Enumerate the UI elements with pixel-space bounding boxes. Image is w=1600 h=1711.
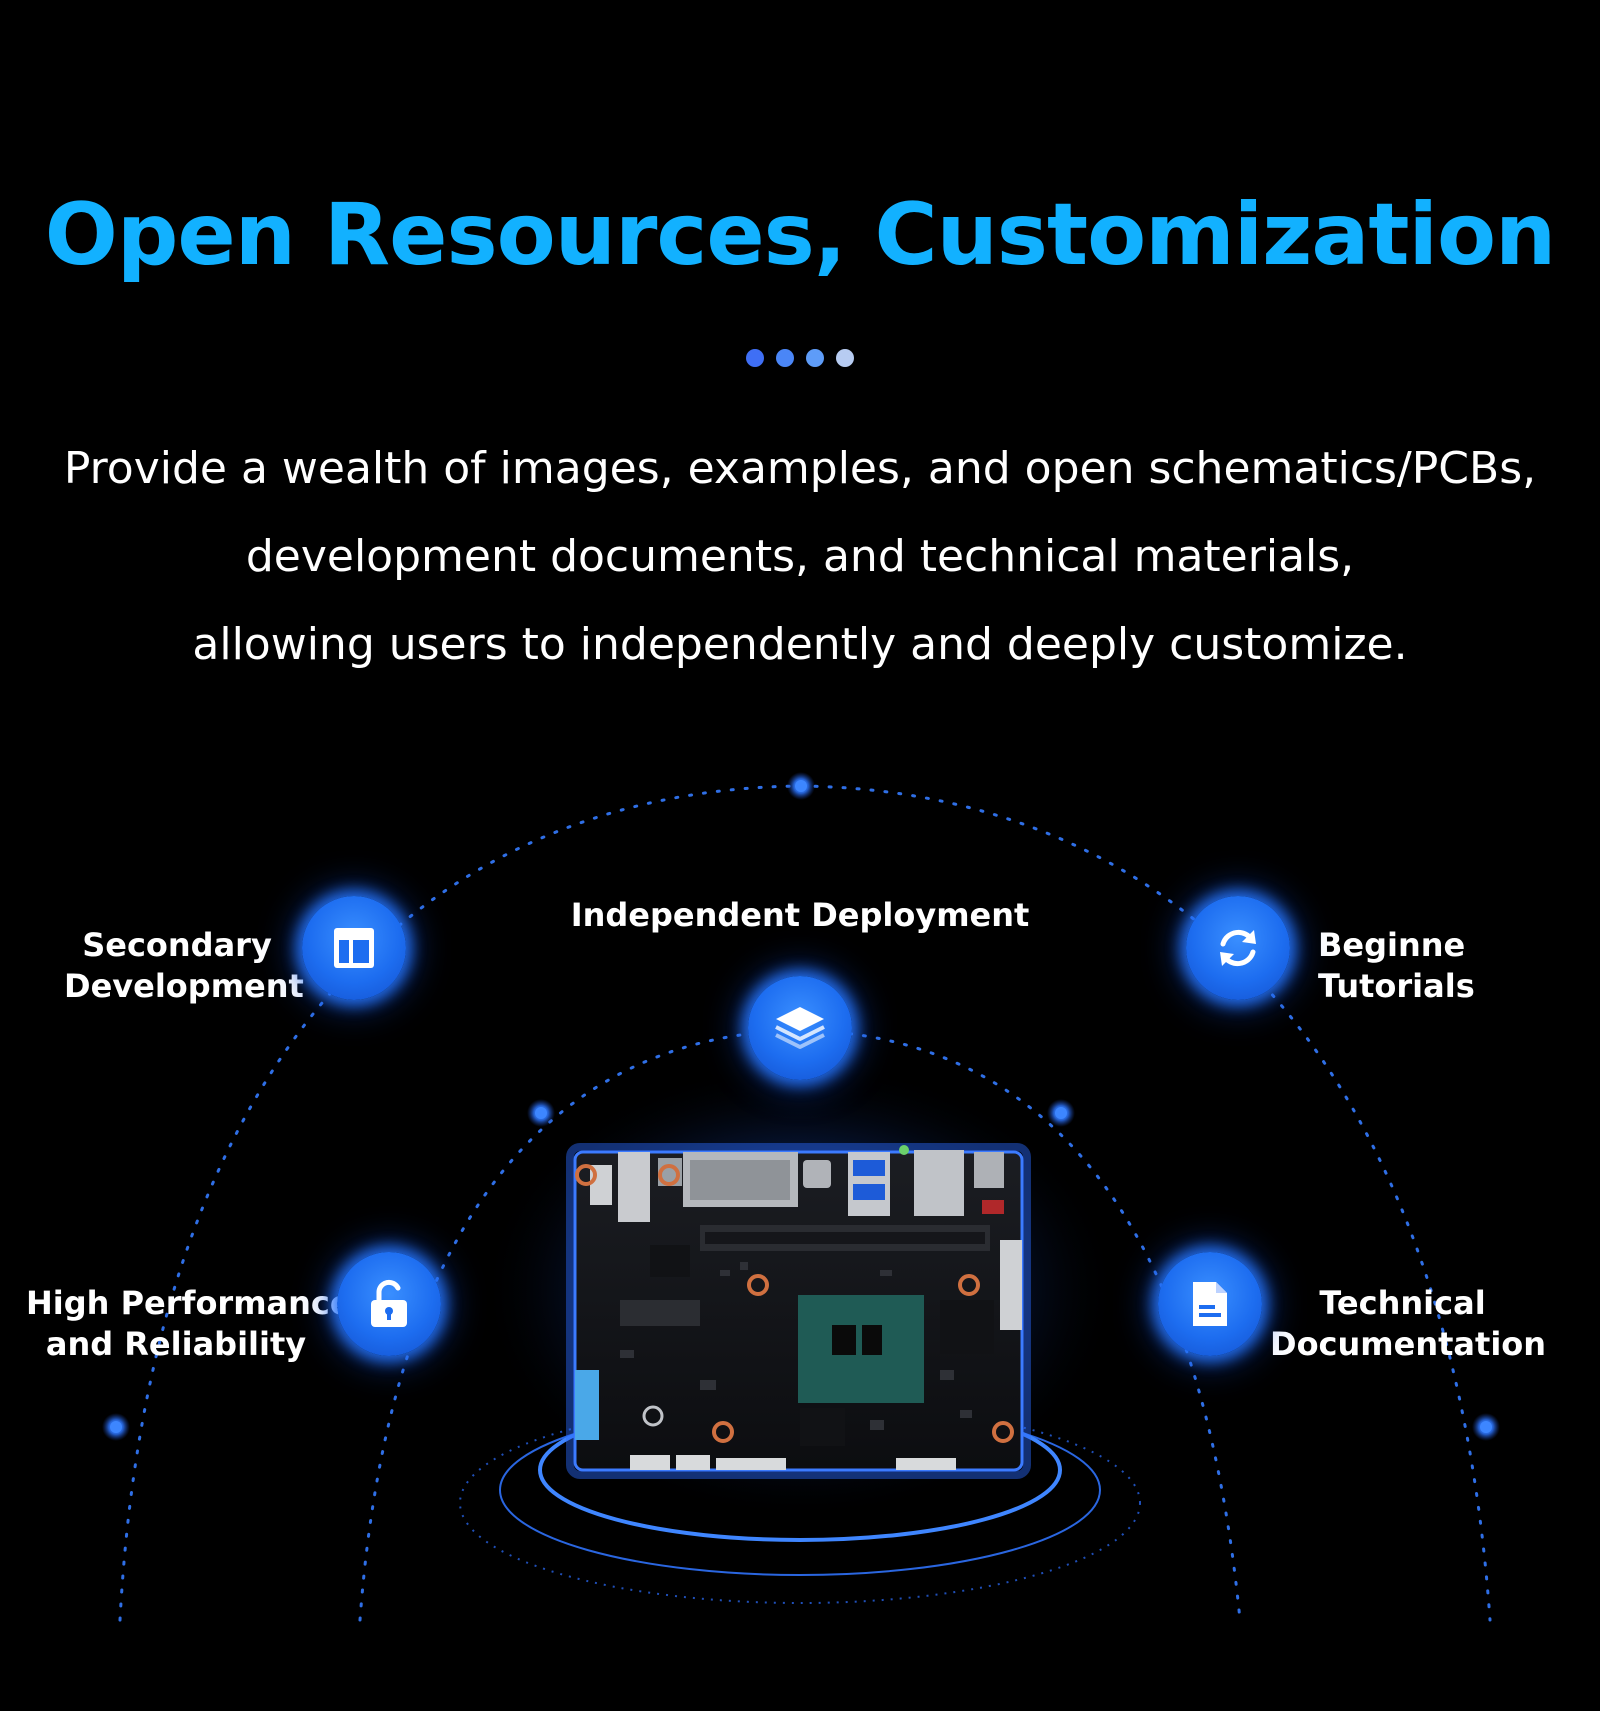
unlocked-padlock-icon [371, 1279, 407, 1327]
description-line-2: development documents, and technical mat… [245, 531, 1355, 582]
intro-description: Provide a wealth of images, examples, an… [40, 425, 1560, 689]
secondary-development-node[interactable] [302, 896, 406, 1000]
pager-dot-2[interactable] [776, 349, 794, 367]
motherboard-image [566, 1143, 1031, 1479]
pager-dot-4[interactable] [836, 349, 854, 367]
high-performance-node[interactable] [337, 1252, 441, 1356]
pager-dots [0, 349, 1600, 367]
technical-documentation-node[interactable] [1158, 1252, 1262, 1356]
page-headline: Open Resources, Customization [44, 185, 1557, 285]
beginner-tutorials-label: Beginne Tutorials [1318, 926, 1475, 1005]
refresh-cycle-icon [1220, 929, 1256, 967]
pager-dot-1[interactable] [746, 349, 764, 367]
technical-documentation-label: Technical Documentation [1270, 1284, 1547, 1363]
layout-panel-icon [334, 928, 374, 968]
pager-dot-3[interactable] [806, 349, 824, 367]
floor-ring-outer [459, 1402, 1141, 1604]
high-performance-label: High Performance and Reliability [26, 1284, 352, 1363]
description-line-3: allowing users to independently and deep… [192, 619, 1408, 670]
independent-deployment-label: Independent Deployment [570, 896, 1030, 934]
secondary-development-label: Secondary Development [64, 926, 304, 1005]
document-icon [1193, 1282, 1227, 1326]
description-line-1: Provide a wealth of images, examples, an… [63, 443, 1537, 494]
independent-deployment-node[interactable] [748, 976, 852, 1080]
beginner-tutorials-node[interactable] [1186, 896, 1290, 1000]
layers-stack-icon [775, 1007, 825, 1049]
